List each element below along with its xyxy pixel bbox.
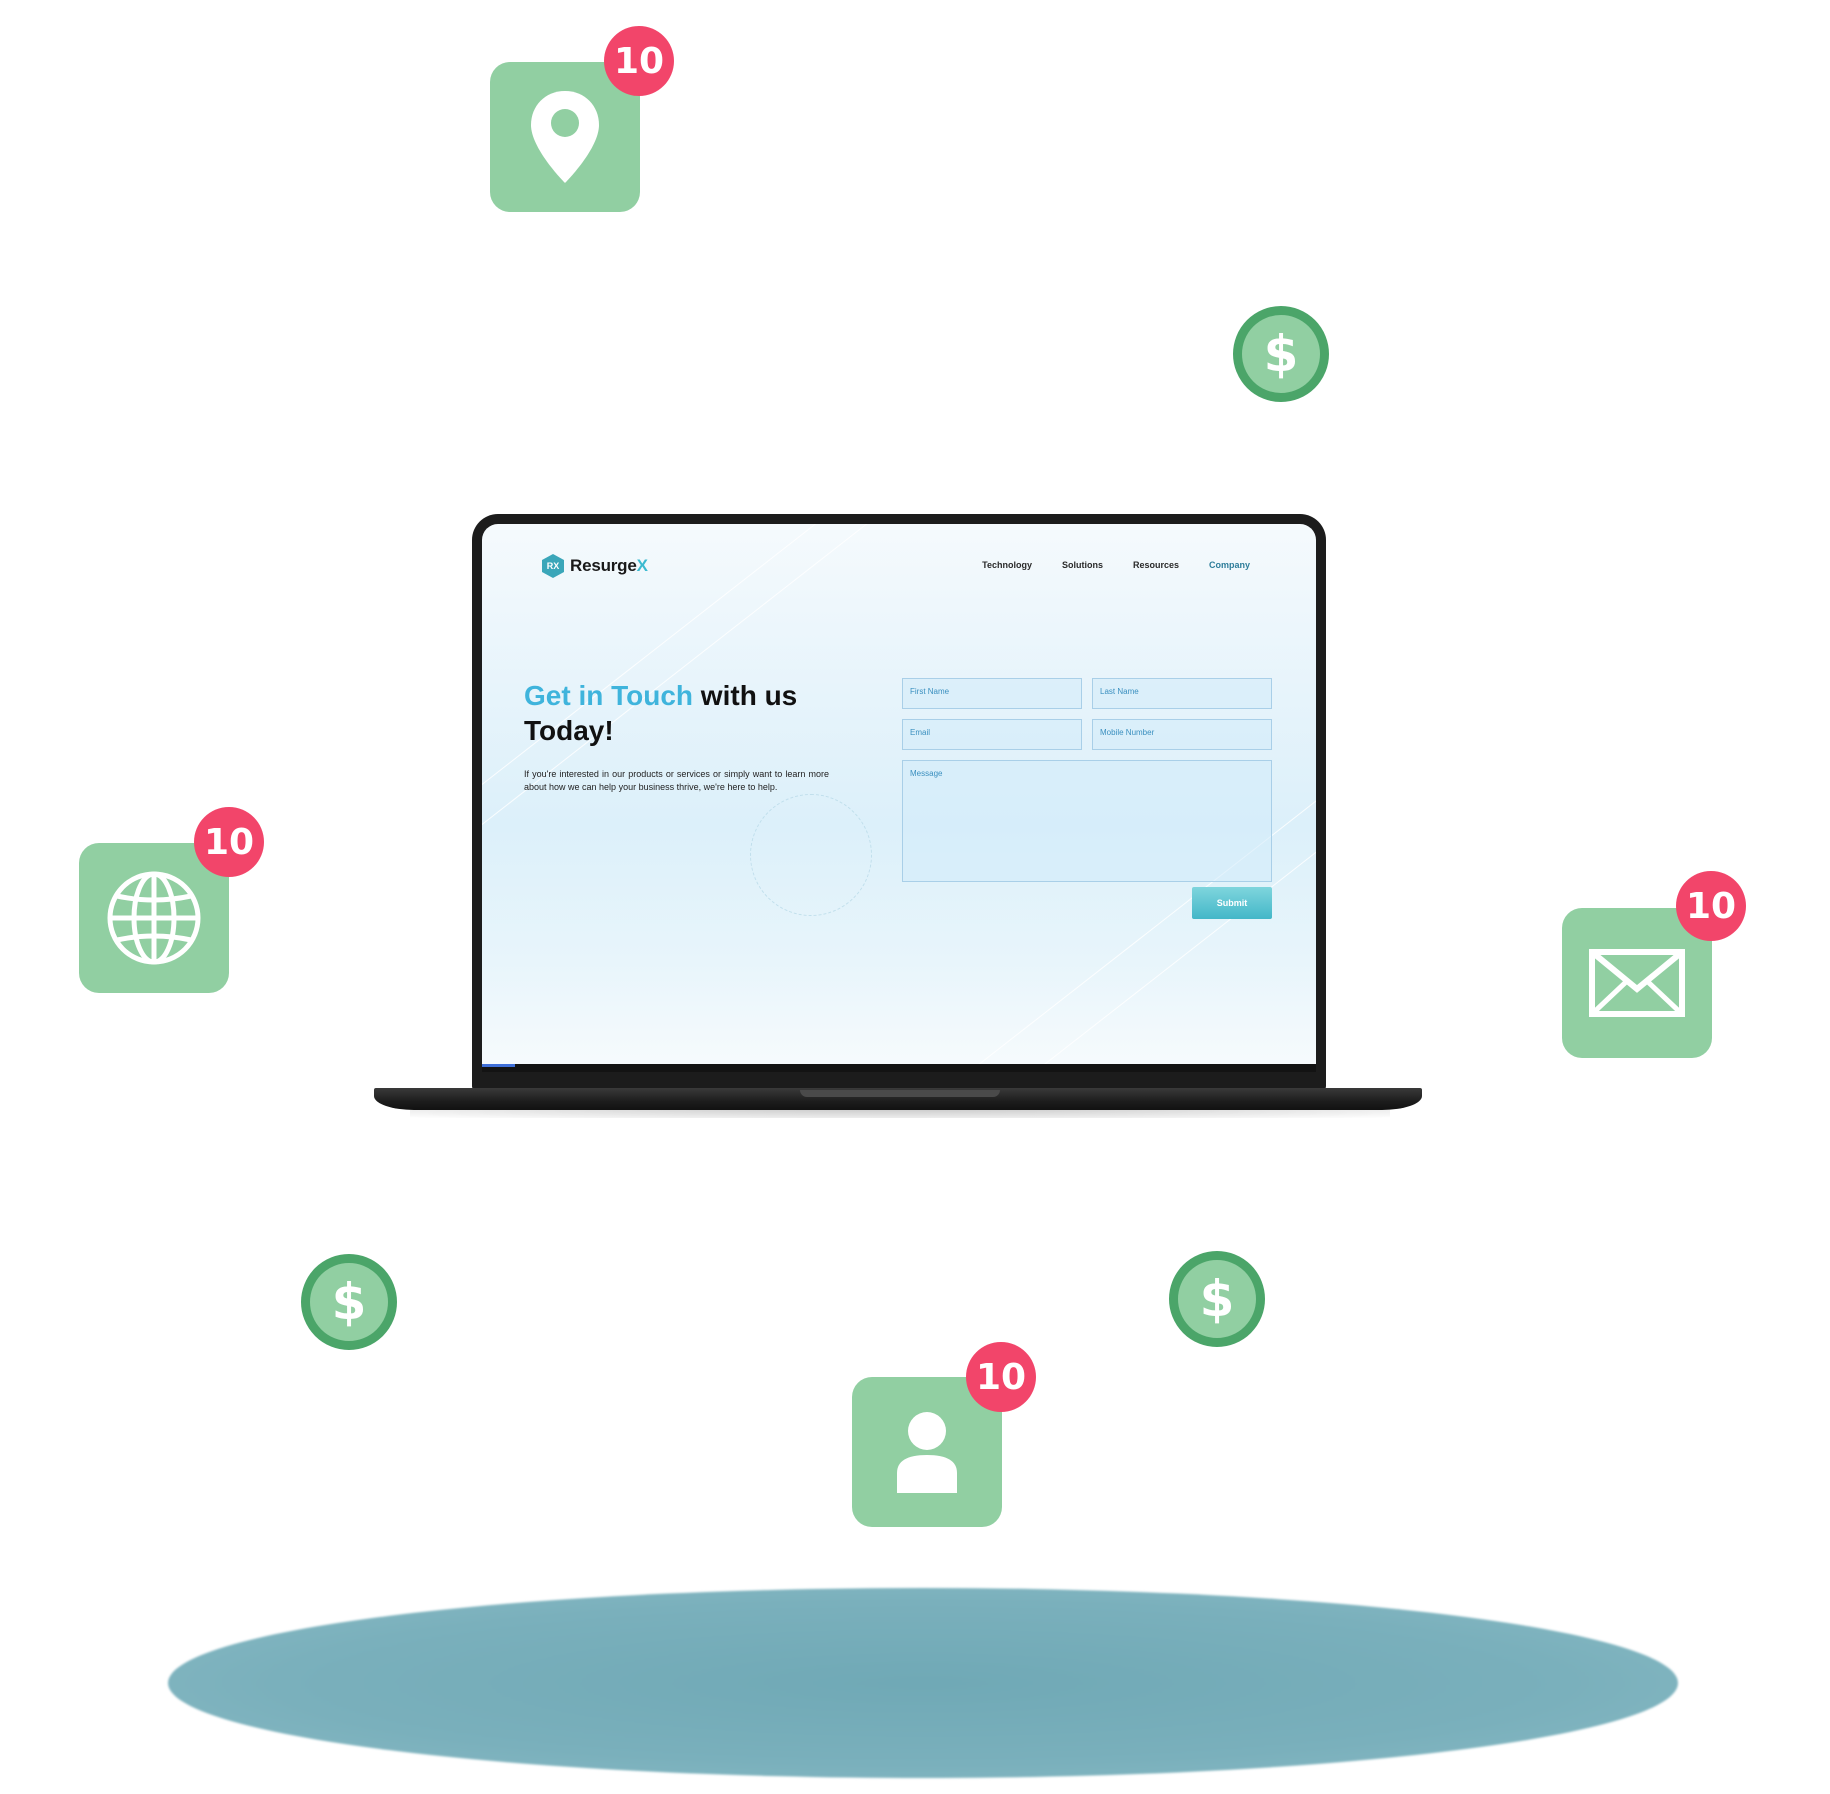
dollar-coin-icon: $ (1233, 306, 1329, 402)
globe-badge: 10 (194, 807, 264, 877)
dollar-coin-icon: $ (1169, 1251, 1265, 1347)
hero-description: If you're interested in our products or … (524, 769, 829, 792)
mail-tile (1562, 908, 1712, 1058)
mobile-number-field[interactable]: Mobile Number (1092, 719, 1272, 750)
mail-icon (1589, 949, 1685, 1017)
user-icon (897, 1412, 957, 1493)
email-field[interactable]: Email (902, 719, 1082, 750)
submit-button[interactable]: Submit (1192, 887, 1272, 919)
laptop-base (374, 1088, 1422, 1110)
logo-text: ResurgeX (570, 556, 648, 575)
globe-icon (107, 871, 201, 965)
last-name-field[interactable]: Last Name (1092, 678, 1272, 709)
decorative-circle (750, 794, 872, 916)
nav-solutions[interactable]: Solutions (1061, 560, 1103, 570)
first-name-field[interactable]: First Name (902, 678, 1082, 709)
globe-tile (79, 843, 229, 993)
nav-company[interactable]: Company (1208, 560, 1250, 570)
floor-shadow (168, 1588, 1678, 1778)
nav-resources[interactable]: Resources (1132, 560, 1179, 570)
logo[interactable]: RX ResurgeX (542, 554, 648, 578)
site-header: RX ResurgeX Technology Solutions Resourc… (482, 524, 1316, 584)
location-badge: 10 (604, 26, 674, 96)
laptop: RX ResurgeX Technology Solutions Resourc… (472, 514, 1326, 1092)
location-pin-icon (531, 91, 599, 183)
message-field[interactable]: Message (902, 760, 1272, 882)
hero-title: Get in Touch with us Today! (524, 680, 798, 746)
dollar-coin-icon: $ (301, 1254, 397, 1350)
main-nav: Technology Solutions Resources Company (982, 560, 1250, 570)
page-progress-bar (482, 1064, 1316, 1072)
logo-mark: RX (542, 554, 564, 578)
laptop-screen: RX ResurgeX Technology Solutions Resourc… (482, 524, 1316, 1072)
mail-badge: 10 (1676, 871, 1746, 941)
nav-technology[interactable]: Technology (982, 560, 1032, 570)
laptop-notch (800, 1090, 1000, 1097)
user-badge: 10 (966, 1342, 1036, 1412)
page-progress-fill (482, 1064, 516, 1067)
